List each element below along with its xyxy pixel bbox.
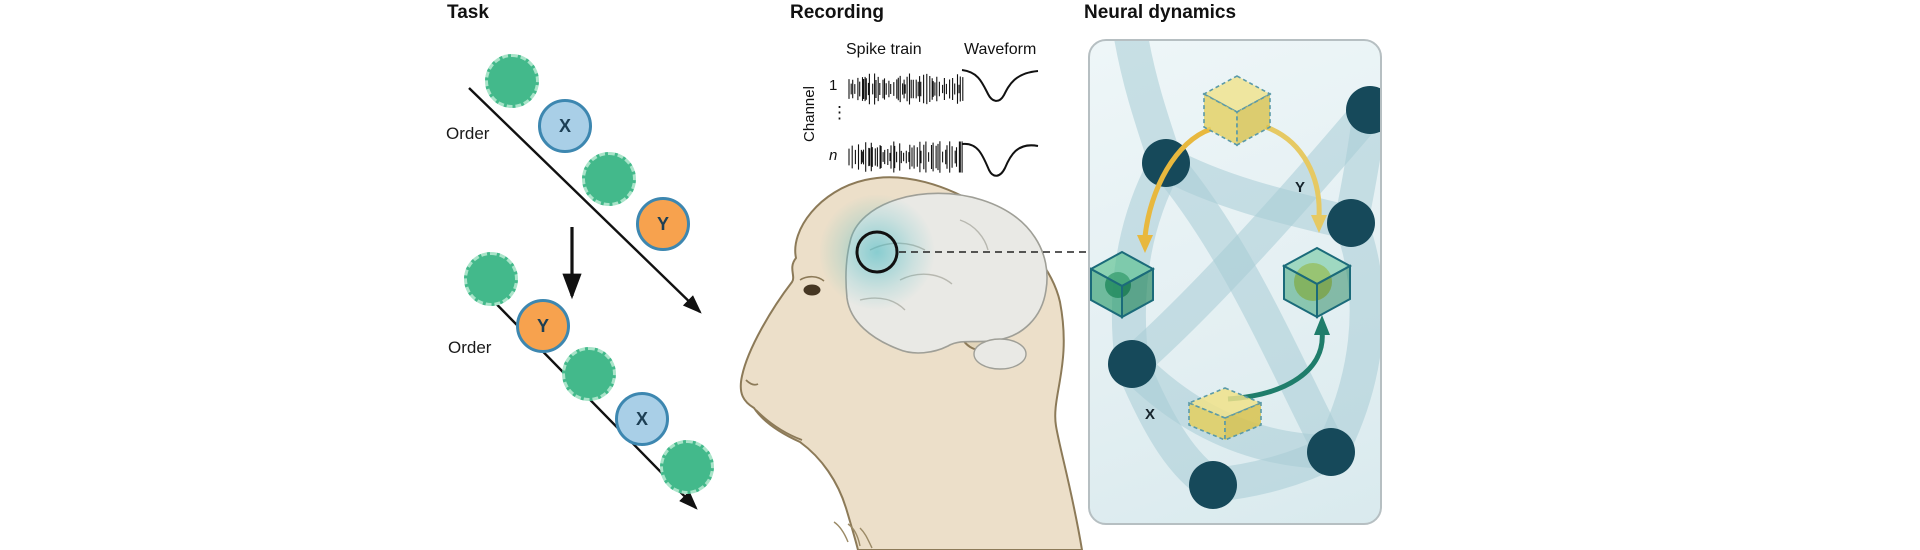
monkey-fur-stroke xyxy=(833,521,849,543)
state-cube-green-left xyxy=(1090,250,1156,319)
task-item-distractor xyxy=(562,347,616,401)
neural-dynamics-panel-title: Neural dynamics xyxy=(1084,2,1237,23)
neural-dynamics-panel: Y X xyxy=(1088,39,1382,525)
state-cube-green-right xyxy=(1281,246,1353,319)
neural-state-x-label: X xyxy=(1145,406,1156,423)
channel-ellipsis: ⋮ xyxy=(831,103,848,122)
task-item-distractor xyxy=(485,54,539,108)
network-node xyxy=(1307,428,1355,476)
state-cube-x-bottom xyxy=(1186,387,1264,442)
task-item-x: X xyxy=(538,99,592,153)
neural-state-y-label: Y xyxy=(1295,179,1306,196)
yellow-transition-arc xyxy=(1265,124,1322,218)
neural-dynamics-graphic xyxy=(1090,41,1380,509)
task-item-distractor xyxy=(660,440,714,494)
network-node xyxy=(1108,340,1156,388)
spike-train-column-label: Spike train xyxy=(846,41,922,58)
recording-site-circle xyxy=(855,230,899,274)
sequence1-order-arrow xyxy=(468,87,702,314)
waveform-channel-1-graphic xyxy=(961,69,1039,102)
monkey-brow-line xyxy=(799,275,825,282)
network-node xyxy=(1327,199,1375,247)
channel-axis-label: Channel xyxy=(801,86,818,142)
recording-site-glow xyxy=(819,194,935,310)
state-cube-y-top xyxy=(1202,75,1272,147)
yellow-arrowhead xyxy=(1311,215,1327,233)
task-item-y-label: Y xyxy=(536,315,549,336)
waveform-column-label: Waveform xyxy=(964,41,1037,58)
monkey-nostril xyxy=(745,379,759,386)
task-item-x-label: X xyxy=(558,115,571,136)
task-item-distractor xyxy=(464,252,518,306)
recording-panel-title: Recording xyxy=(790,2,884,23)
teal-arrowhead xyxy=(1314,315,1330,335)
waveform-channel-n-graphic xyxy=(961,142,1039,177)
order-label-sequence2: Order xyxy=(448,338,492,357)
spike-train-channel-1-graphic xyxy=(848,73,964,105)
channel-row-1-label: 1 xyxy=(829,77,838,94)
monkey-head-illustration xyxy=(739,176,1092,550)
task-item-distractor xyxy=(582,152,636,206)
network-node xyxy=(1189,461,1237,509)
task-panel-title: Task xyxy=(447,2,489,23)
monkey-fur-stroke xyxy=(859,527,873,549)
yellow-transition-arrow xyxy=(1142,126,1212,238)
yellow-arrowhead xyxy=(1137,235,1153,253)
task-item-y: Y xyxy=(516,299,570,353)
monkey-mouth-line xyxy=(755,409,803,441)
task-arrows-graphic xyxy=(468,87,702,510)
monkey-eye xyxy=(803,284,821,296)
task-item-y-label: Y xyxy=(656,213,669,234)
task-item-y: Y xyxy=(636,197,690,251)
channel-row-n-label: n xyxy=(829,147,838,164)
monkey-cerebellum xyxy=(973,338,1027,370)
brain-sulcus-line xyxy=(959,219,989,251)
network-node xyxy=(1346,86,1380,134)
order-label-sequence1: Order xyxy=(446,124,490,143)
task-item-x-label: X xyxy=(635,408,648,429)
spike-train-channel-n-graphic xyxy=(848,141,963,173)
task-item-x: X xyxy=(615,392,669,446)
monkey-fur-stroke xyxy=(847,523,861,547)
